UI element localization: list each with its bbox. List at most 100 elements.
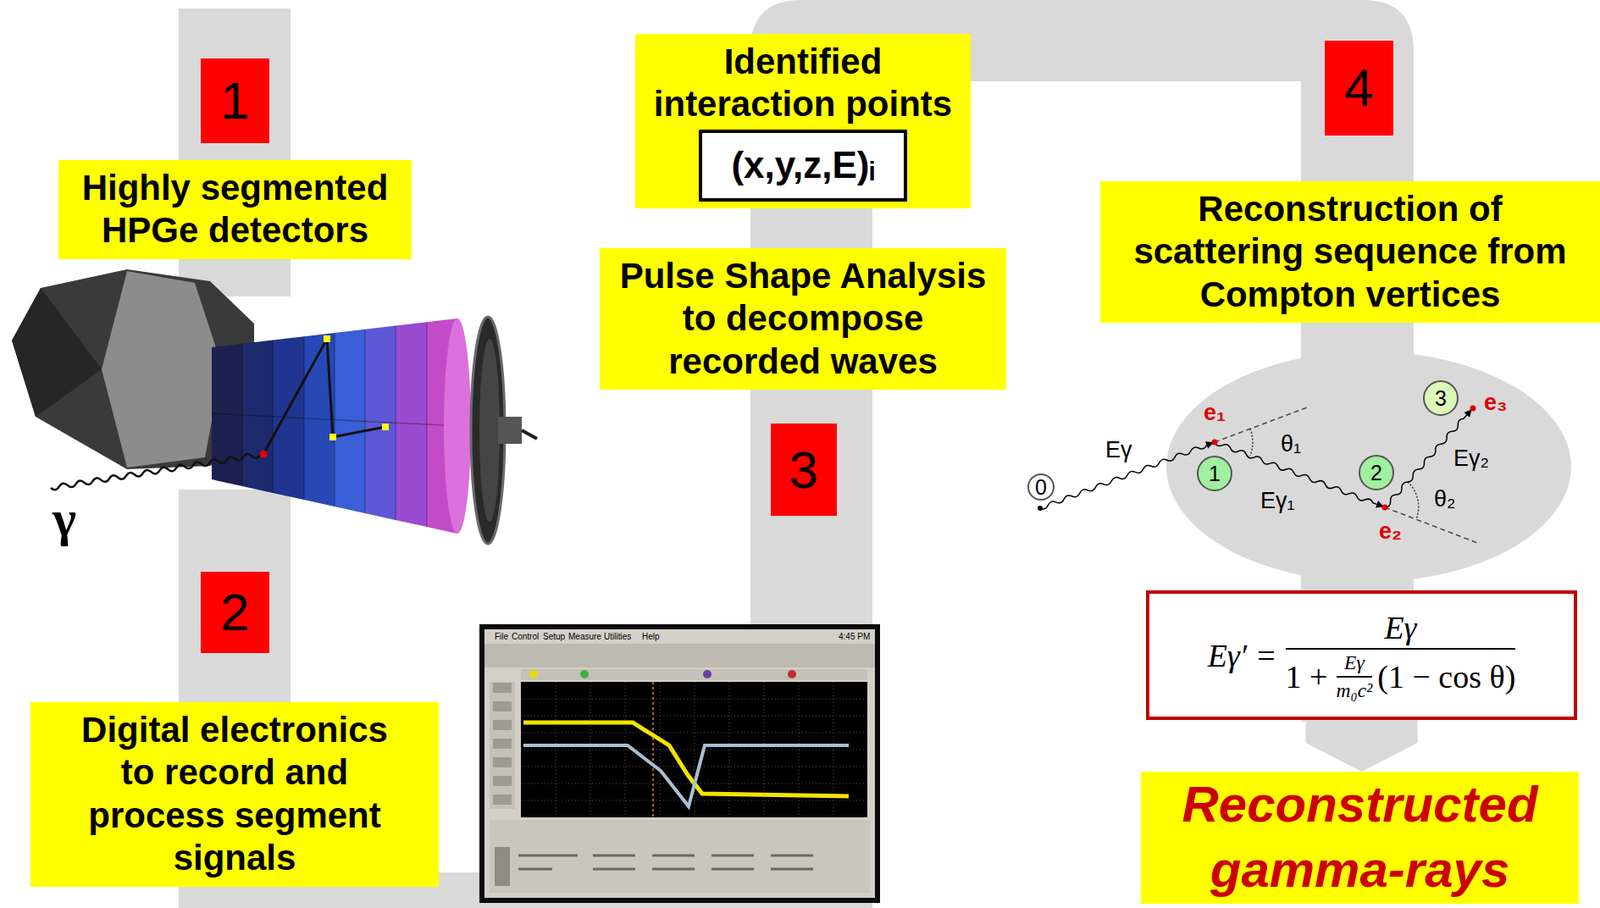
cursor-line — [652, 681, 654, 818]
coordinate-box: (x,y,z,E)ᵢ — [698, 129, 907, 202]
menu-item: Control — [511, 632, 539, 642]
vertex-circle: 1 — [1196, 455, 1233, 492]
vertex-circle: 3 — [1422, 380, 1459, 416]
node-text: 2 — [220, 586, 250, 639]
energy-label: Eγ₂ — [1453, 447, 1490, 471]
channel-dot — [787, 669, 797, 679]
node-text: Eγ — [1285, 608, 1517, 650]
cable — [521, 430, 538, 439]
step-box: Digital electronics to record and proces… — [30, 702, 439, 887]
node-text: Pulse Shape Analysis to decompose record… — [612, 254, 994, 383]
interaction-point — [329, 433, 337, 441]
node-text: (x,y,z,E)ᵢ — [730, 143, 875, 189]
menu-item: File — [494, 632, 509, 642]
detector-illustration — [11, 269, 538, 544]
screen-frame — [479, 624, 881, 903]
gamma-symbol: γ — [52, 492, 77, 544]
node-text: 4 — [1344, 61, 1374, 115]
channel-dot — [703, 669, 712, 679]
node-text: Reconstructed gamma-rays — [1140, 772, 1579, 903]
node-text: Eγ′ — [1207, 636, 1248, 675]
electron-label: e₂ — [1378, 520, 1402, 543]
node-text: 3 — [1434, 387, 1447, 410]
menu-item: Utilities — [603, 632, 632, 642]
node-text: Identified interaction points — [640, 40, 967, 127]
vertex-dot — [1470, 405, 1477, 412]
electron-label: e₁ — [1203, 401, 1226, 425]
source-dot — [1037, 505, 1043, 511]
vertex-circle: 2 — [1358, 454, 1395, 491]
energy-label: Eγ — [1105, 438, 1133, 462]
vertex-circle: 0 — [1027, 473, 1055, 501]
trace-blue — [523, 745, 849, 807]
step-box: Pulse Shape Analysis to decompose record… — [599, 248, 1007, 390]
compton-field — [1166, 351, 1572, 582]
node-text: 3 — [789, 443, 819, 497]
tool-column — [489, 681, 515, 809]
channel-dot — [580, 669, 589, 679]
node-text: 1 — [1208, 463, 1221, 485]
tool-buttons — [492, 687, 512, 800]
bottom-panel — [489, 819, 870, 893]
angle-arc — [1250, 428, 1253, 456]
energy-label: Eγ₁ — [1260, 489, 1296, 513]
gamma-wave — [50, 453, 261, 490]
node-text: (1 − cos θ) — [1377, 658, 1516, 696]
result-box: Reconstructed gamma-rays — [1140, 771, 1579, 904]
step-number: 1 — [200, 58, 270, 144]
node-text: Reconstruction of scattering sequence fr… — [1121, 188, 1579, 316]
node-text: 1 — [220, 74, 250, 128]
node-text: = — [1256, 636, 1275, 675]
end-cap — [479, 338, 500, 522]
fraction: Eγm₀c² — [1336, 651, 1374, 703]
step-number: 3 — [770, 423, 837, 516]
formula-box: Eγ′=Eγ1 +Eγm₀c²(1 − cos θ) — [1146, 590, 1578, 720]
oscilloscope-screenshot — [479, 624, 881, 903]
scope-screen — [520, 681, 868, 818]
menu-item: Setup — [542, 632, 565, 642]
capsule-face — [101, 271, 222, 468]
readout-lines — [518, 855, 814, 870]
interaction-point — [382, 423, 389, 431]
node-text: 2 — [1370, 462, 1383, 484]
step-number: 2 — [200, 571, 270, 654]
step-number: 4 — [1324, 40, 1394, 136]
clock-text: 4:45 PM — [838, 632, 870, 642]
node-text: 0 — [1035, 476, 1047, 499]
trace-yellow — [523, 722, 849, 797]
node-text: m₀c² — [1336, 677, 1374, 703]
capsule-side — [11, 287, 102, 417]
step-box: Highly segmented HPGe detectors — [58, 160, 412, 260]
menu-item: Measure — [568, 632, 602, 642]
step-box: Reconstruction of scattering sequence fr… — [1100, 181, 1600, 323]
node-text: Highly segmented HPGe detectors — [67, 166, 403, 253]
status-bar — [484, 643, 875, 668]
angle-label: θ₂ — [1433, 487, 1457, 511]
angle-label: θ₁ — [1280, 432, 1302, 456]
window-body — [484, 629, 875, 898]
compton-diagram — [1037, 351, 1572, 582]
node-text: Eγ — [1336, 651, 1374, 678]
node-text: Digital electronics to record and proces… — [69, 708, 400, 881]
fraction: Eγ1 +Eγm₀c²(1 − cos θ) — [1285, 608, 1517, 703]
connector — [498, 416, 522, 444]
interaction-point — [323, 335, 331, 343]
angle-arc — [1407, 481, 1419, 520]
channel-bar — [520, 669, 868, 681]
interaction-track — [263, 338, 386, 454]
interaction-point — [260, 450, 268, 459]
electron-label: e₃ — [1483, 391, 1508, 415]
fraction-denominator: 1 +Eγm₀c²(1 − cos θ) — [1285, 649, 1517, 703]
scope-grid — [520, 681, 868, 818]
segment-line — [242, 321, 427, 527]
channel-dot — [529, 669, 538, 679]
vertex-dot — [1382, 504, 1389, 511]
node-text: 1 + — [1285, 658, 1329, 696]
vertex-dot — [1212, 439, 1218, 446]
crystal-face — [443, 318, 471, 534]
menu-item: Help — [642, 632, 660, 642]
step-box: Identified interaction points (x,y,z,E)ᵢ — [635, 33, 971, 209]
panel-button — [494, 847, 510, 886]
flow-arrow — [1306, 719, 1418, 772]
